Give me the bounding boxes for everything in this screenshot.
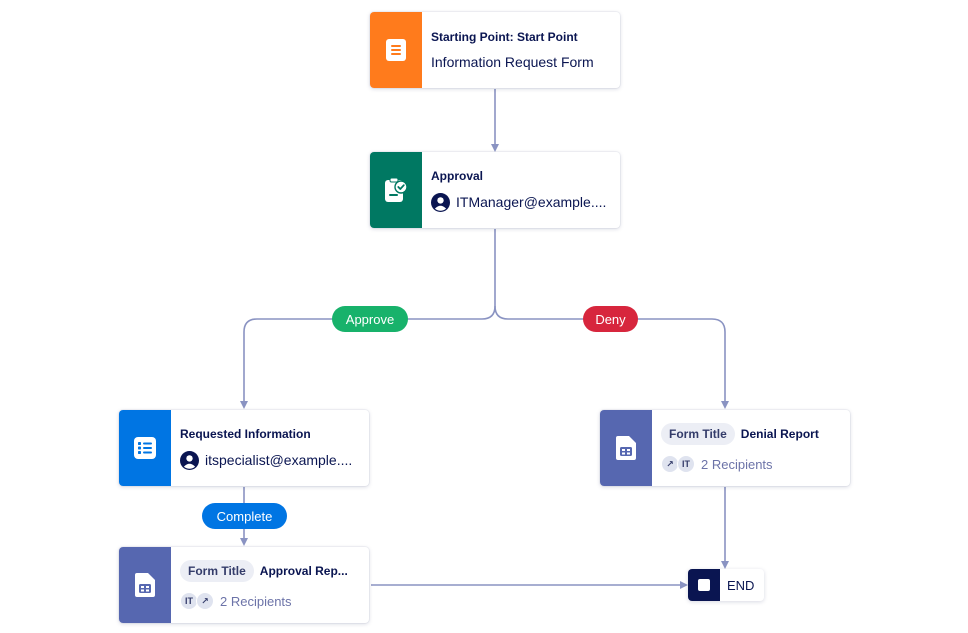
denial-report-node[interactable]: Form Title Denial Report ↗ IT 2 Recipien… (600, 410, 850, 486)
complete-condition-pill[interactable]: Complete (202, 503, 287, 529)
approval-report-node[interactable]: Form Title Approval Rep... IT ↗ 2 Recipi… (119, 547, 369, 623)
recipient-chip-it: IT (677, 455, 695, 473)
end-stop-icon (688, 569, 720, 601)
user-avatar-icon (180, 450, 199, 470)
approval-report-strip (119, 547, 171, 623)
end-label: END (727, 577, 755, 593)
requested-assignee-email: itspecialist@example.... (205, 452, 353, 468)
edge-approval-to-denial (494, 305, 729, 409)
requested-information-node[interactable]: Requested Information itspecialist@examp… (119, 410, 369, 486)
checklist-icon (134, 437, 156, 459)
form-icon (386, 39, 406, 61)
start-node-title: Starting Point: Start Point (431, 30, 578, 44)
denial-report-strip (600, 410, 652, 486)
approve-condition-pill[interactable]: Approve (332, 306, 408, 332)
link-icon: ↗ (196, 592, 214, 610)
denial-report-title: Denial Report (740, 427, 819, 441)
form-title-tag: Form Title (661, 423, 735, 445)
user-avatar-icon (431, 192, 450, 212)
form-title-tag: Form Title (180, 560, 254, 582)
requested-node-strip (119, 410, 171, 486)
end-node[interactable]: END (688, 569, 764, 601)
start-node-form-name: Information Request Form (431, 54, 594, 70)
approval-node[interactable]: Approval ITManager@example.... (370, 152, 620, 228)
denial-recipients-count: 2 Recipients (701, 456, 773, 472)
approval-node-strip (370, 152, 422, 228)
approval-assignee-email: ITManager@example.... (456, 194, 607, 210)
approval-icon (385, 177, 408, 202)
start-point-node[interactable]: Starting Point: Start Point Information … (370, 12, 620, 88)
approval-recipients-count: 2 Recipients (220, 593, 292, 609)
deny-condition-pill[interactable]: Deny (583, 306, 638, 332)
start-node-strip (370, 12, 422, 88)
approval-report-title: Approval Rep... (259, 564, 348, 578)
requested-node-title: Requested Information (180, 426, 311, 441)
report-icon (135, 573, 155, 597)
approval-node-title: Approval (431, 168, 484, 183)
report-icon (616, 436, 636, 460)
